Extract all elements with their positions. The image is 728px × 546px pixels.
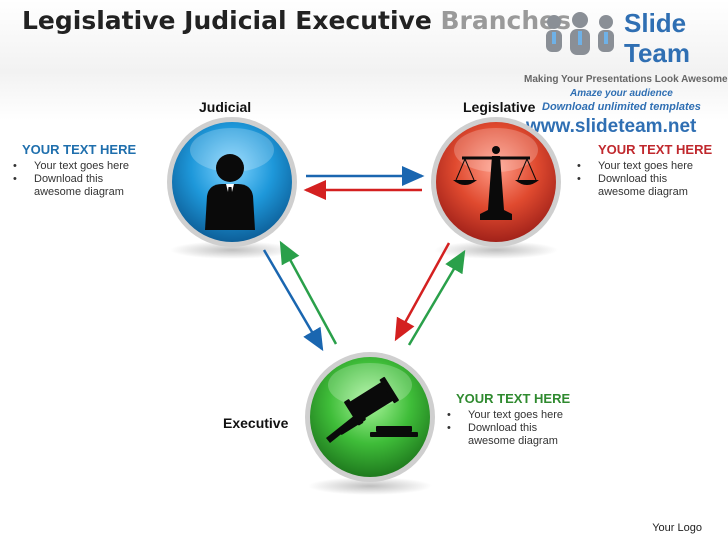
text-block-left-heading: YOUR TEXT HERE [22,142,137,157]
list-item: Download this awesome diagram [10,173,144,199]
legislative-orb [431,117,561,247]
judicial-label: Judicial [199,99,252,115]
judicial-orb [167,117,297,247]
text-block-left: YOUR TEXT HERE Your text goes here Downl… [10,142,160,199]
brand-logo: Slide Team Making Your Presentations Loo… [520,4,728,144]
arrow-legislative-to-executive [394,242,451,342]
text-block-bottom: YOUR TEXT HERE Your text goes here Downl… [444,391,594,448]
executive-shadow [308,477,432,495]
brand-promo-2: Download unlimited templates [542,101,701,113]
brand-name-line2: Team [624,38,690,68]
text-block-right-heading: YOUR TEXT HERE [598,142,713,157]
executive-orb [305,352,435,482]
title-main: Legislative Judicial Executive [22,6,441,35]
text-block-bottom-heading: YOUR TEXT HERE [456,391,571,406]
text-block-right: YOUR TEXT HERE Your text goes here Downl… [574,142,724,199]
judicial-shadow [170,241,294,259]
list-item: Your text goes here [574,160,724,173]
scales-icon [453,146,539,220]
gavel-icon [326,376,418,443]
text-block-right-list: Your text goes here Download this awesom… [574,160,724,199]
legislative-label: Legislative [463,99,536,115]
executive-label: Executive [223,415,289,431]
arrow-judicial-to-executive [262,249,324,352]
text-block-left-list: Your text goes here Download this awesom… [10,160,160,199]
footer-logo: Your Logo [652,522,702,534]
text-block-bottom-list: Your text goes here Download this awesom… [444,409,594,448]
person-icon [205,154,255,230]
list-item: Your text goes here [444,409,594,422]
brand-tagline: Making Your Presentations Look Awesome [524,74,728,85]
list-item: Download this awesome diagram [574,173,708,199]
arrow-executive-to-legislative [407,249,466,346]
brand-name-line1: Slide [624,8,687,38]
brand-promo-1: Amaze your audience [570,88,673,99]
list-item: Download this awesome diagram [444,422,578,448]
team-people-icon [546,12,614,55]
list-item: Your text goes here [10,160,160,173]
brand-url[interactable]: www.slideteam.net [526,116,697,137]
arrow-executive-to-judicial [279,240,338,345]
